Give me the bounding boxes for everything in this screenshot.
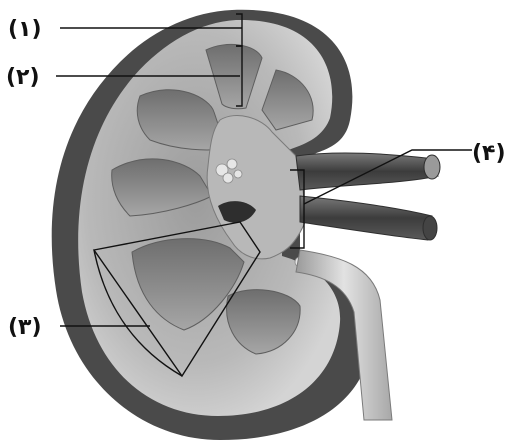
renal-vein — [296, 153, 438, 190]
label-4: (۴) — [472, 141, 506, 166]
label-3: (۳) — [8, 315, 42, 340]
label-1: (۱) — [8, 17, 42, 42]
label-2: (۲) — [6, 65, 40, 90]
renal-artery — [300, 196, 432, 240]
